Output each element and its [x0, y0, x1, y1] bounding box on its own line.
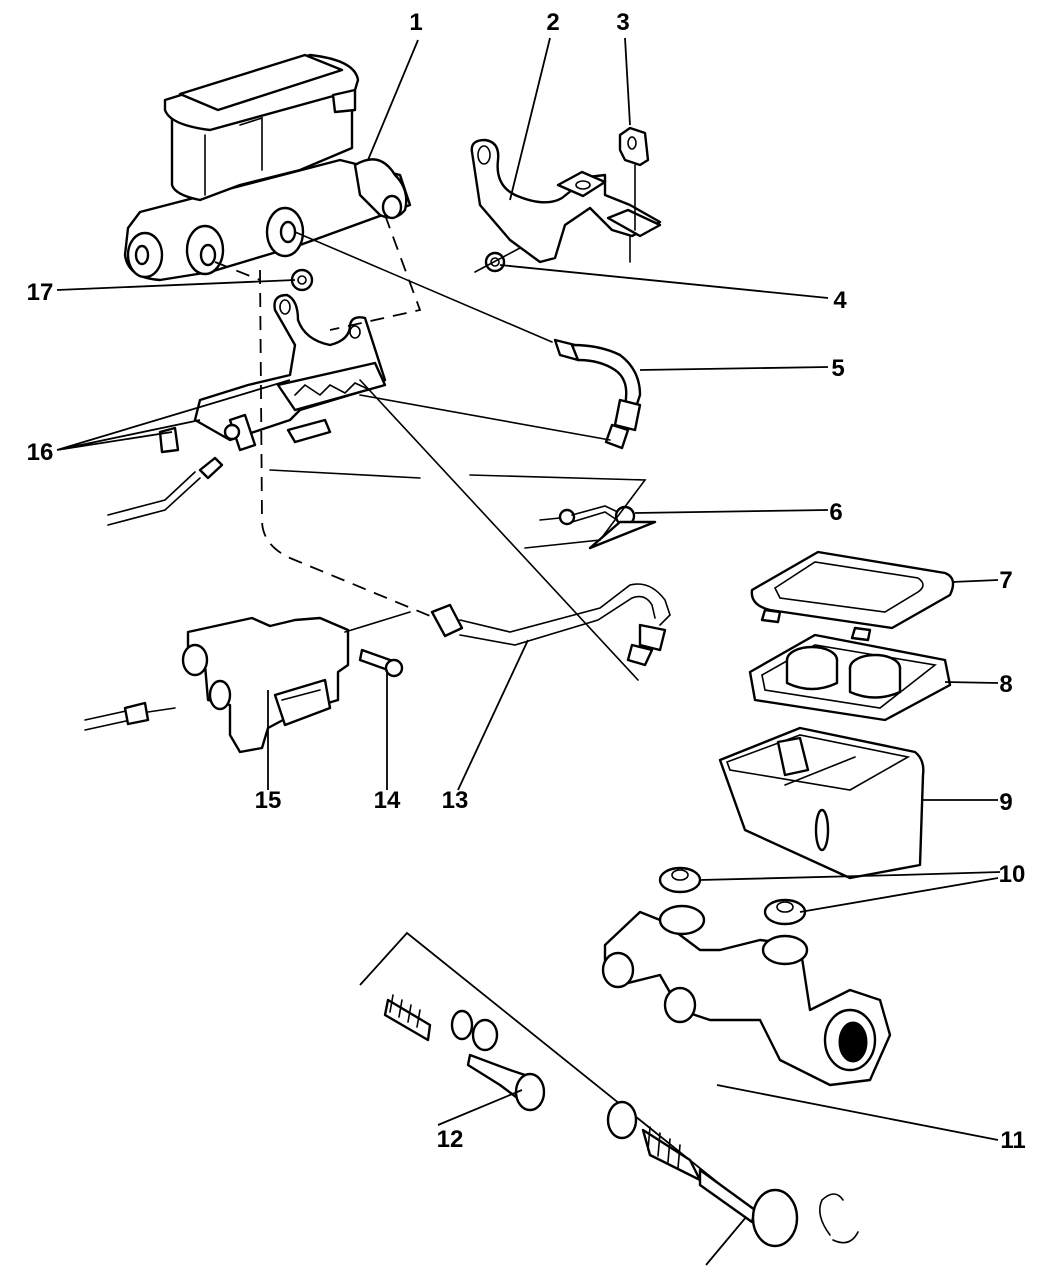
callout-2: 2	[546, 9, 559, 36]
brake-tube-13	[430, 583, 671, 667]
callout-9: 9	[999, 789, 1012, 816]
callout-10: 10	[999, 861, 1026, 888]
valve-bracket-16	[107, 293, 387, 526]
leader-lines	[56, 37, 1001, 1141]
reservoir	[718, 726, 925, 880]
callout-17: 17	[27, 279, 54, 306]
brake-tube-5	[553, 338, 642, 450]
bolt	[358, 648, 404, 678]
callout-5: 5	[831, 355, 844, 382]
callout-13: 13	[442, 787, 469, 814]
callout-6: 6	[829, 499, 842, 526]
callout-16: 16	[27, 439, 54, 466]
callout-8: 8	[999, 671, 1012, 698]
callout-3: 3	[616, 9, 629, 36]
clip	[618, 126, 650, 231]
reservoir-diaphragm	[748, 633, 952, 722]
reservoir-cap	[750, 550, 955, 642]
assembly-lines	[269, 231, 647, 681]
mounting-bracket	[470, 138, 662, 264]
callout-11: 11	[1000, 1127, 1025, 1154]
assembly-dashed-lines	[214, 214, 436, 619]
callout-12: 12	[437, 1126, 464, 1153]
proportioning-valve	[84, 616, 350, 754]
master-cylinder-body	[601, 904, 892, 1087]
callout-1: 1	[409, 9, 422, 36]
callout-4: 4	[833, 287, 847, 314]
callout-15: 15	[255, 787, 282, 814]
repair-kit-group	[359, 931, 859, 1266]
callout-14: 14	[374, 787, 401, 814]
master-cylinder-assembly	[123, 53, 412, 282]
nut	[474, 247, 521, 273]
callout-labels: 1 2 3 4 5 6 7 8 9 10 11 12 13 14 15 16 1…	[27, 9, 1026, 1154]
callout-7: 7	[999, 567, 1012, 594]
